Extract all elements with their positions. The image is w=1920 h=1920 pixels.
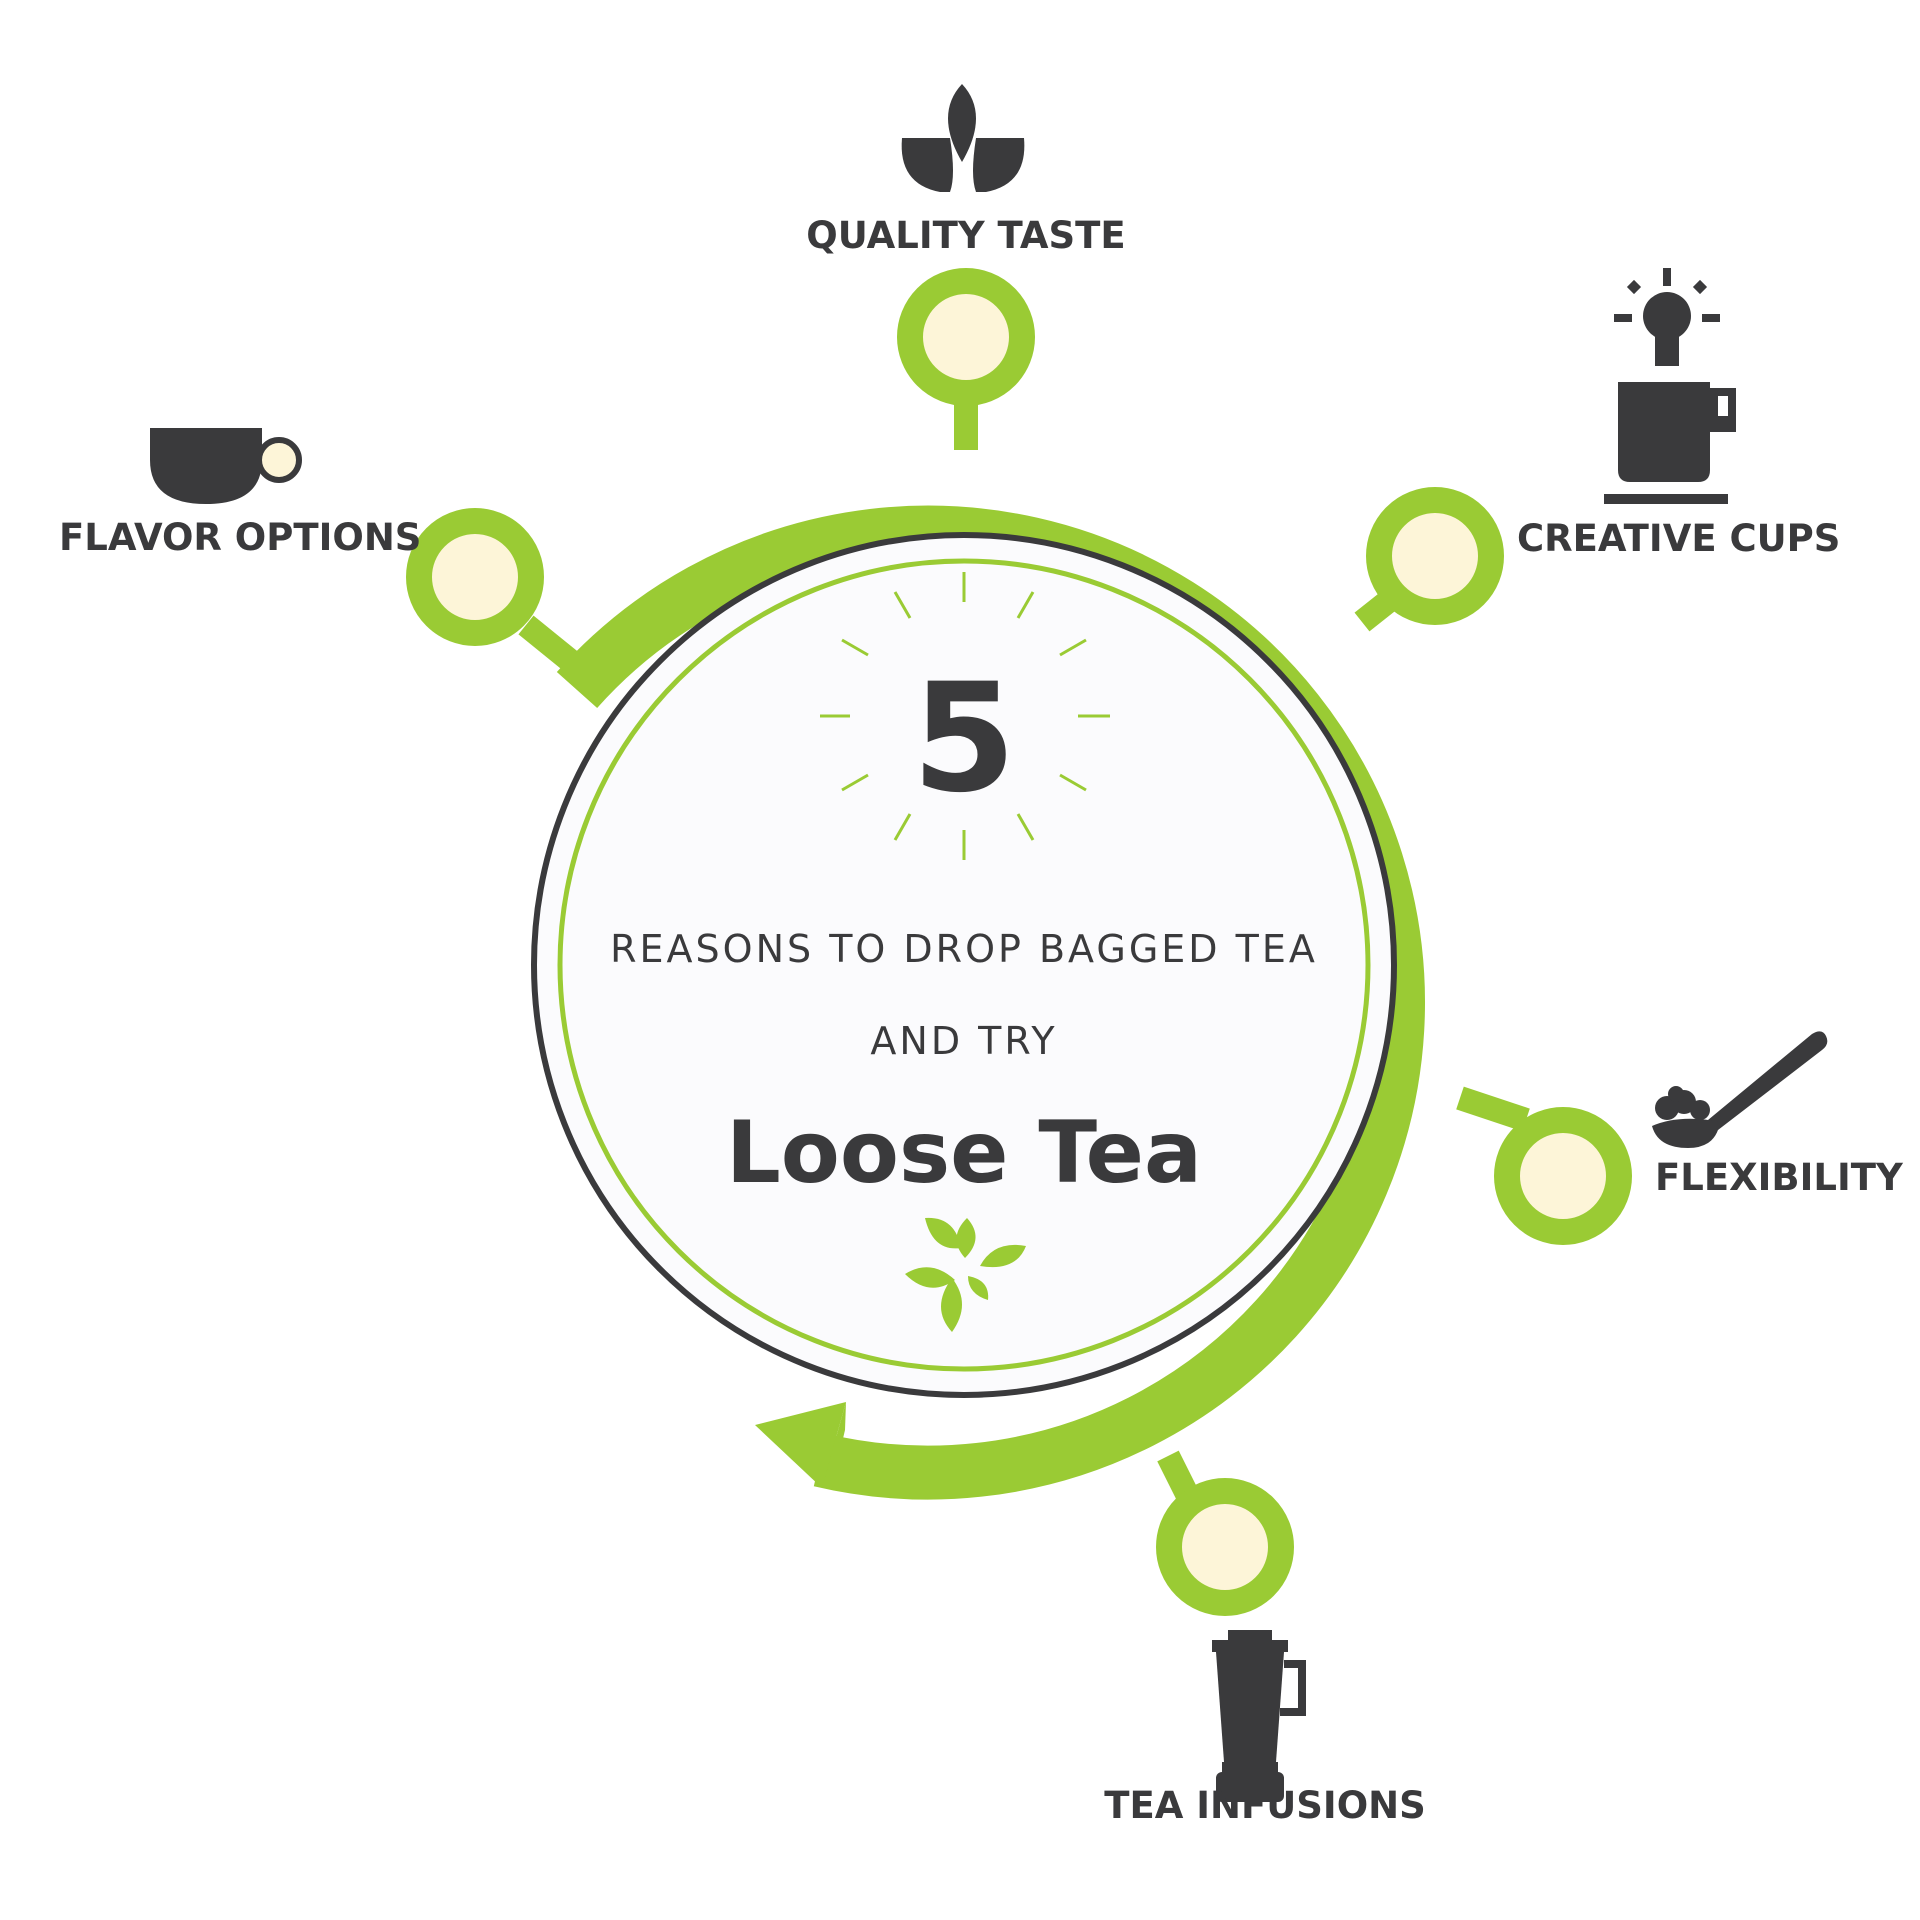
node-quality-taste	[897, 268, 1035, 406]
mug-lightbulb-icon	[1604, 268, 1736, 504]
node-tea-infusions	[1156, 1478, 1294, 1616]
node-flexibility	[1494, 1107, 1632, 1245]
node-flavor-options	[406, 508, 544, 646]
label-quality-taste: QUALITY TASTE	[806, 214, 1125, 257]
headline-line-2: AND TRY	[870, 1019, 1057, 1063]
burst-rays	[820, 572, 1110, 860]
headline-line-1: REASONS TO DROP BAGGED TEA	[610, 927, 1318, 971]
center-disc	[531, 532, 1397, 1398]
node-creative-cups	[1366, 487, 1504, 625]
headline-title: Loose Tea	[726, 1103, 1202, 1203]
teacup-icon	[150, 428, 302, 504]
spoon-icon	[1652, 1031, 1828, 1148]
label-tea-infusions: TEA INFUSIONS	[1104, 1784, 1426, 1827]
reason-count: 5	[912, 652, 1016, 826]
label-flexibility: FLEXIBILITY	[1655, 1156, 1904, 1199]
arc-arrowhead-tip	[755, 1402, 846, 1488]
leaves-icon	[901, 84, 1025, 192]
center-inner-ring	[557, 558, 1371, 1372]
tea-leaves-icon	[905, 1217, 1026, 1332]
infuser-bottle-icon	[1212, 1630, 1306, 1802]
label-flavor-options: FLAVOR OPTIONS	[59, 516, 421, 559]
label-creative-cups: CREATIVE CUPS	[1517, 517, 1840, 560]
arc-arrowhead-body	[822, 1402, 846, 1488]
